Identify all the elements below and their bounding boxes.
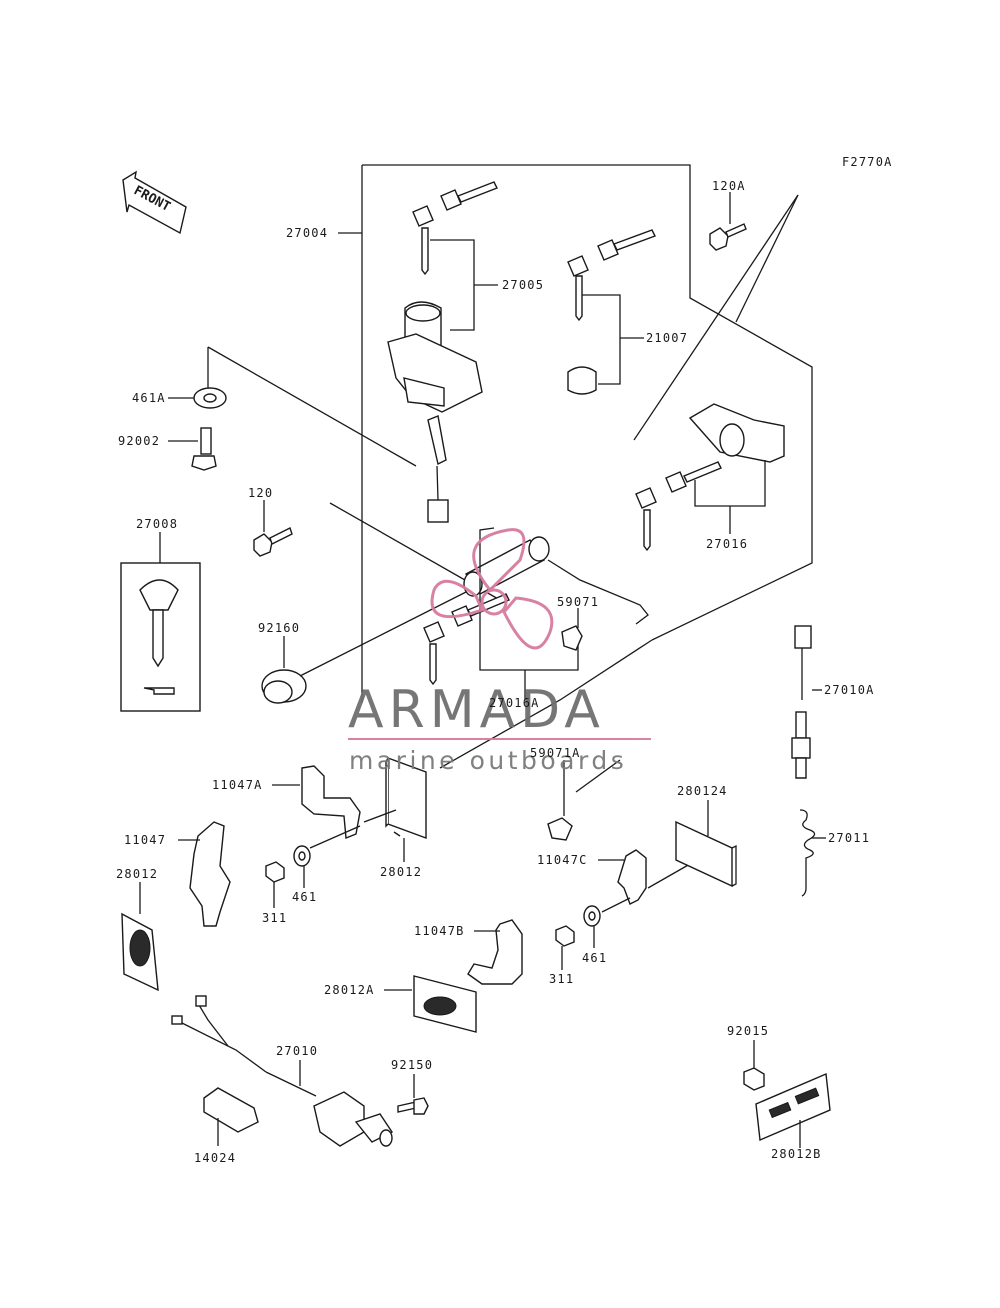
label-311-right: 311 (549, 972, 574, 986)
label-461-right: 461 (582, 951, 607, 965)
label-311-left: 311 (262, 911, 287, 925)
switch-27010-icon (171, 995, 394, 1147)
ignition-switch-icon (387, 301, 483, 523)
bracket-11047C-icon (617, 849, 647, 905)
reflector-28012B-icon (755, 1072, 831, 1142)
bolt-92002-icon (191, 427, 217, 471)
bracket-11047A-icon (301, 765, 361, 839)
label-28012-top: 28012 (380, 865, 422, 879)
clip-59071-icon (561, 625, 583, 651)
bolt-120A-icon (709, 223, 747, 251)
label-27016: 27016 (706, 537, 748, 551)
bush-92160-icon (261, 669, 307, 704)
label-21007: 21007 (646, 331, 688, 345)
key-21007-icon (567, 229, 656, 395)
washer-461A-icon (193, 387, 227, 409)
bolt-92150-icon (397, 1097, 429, 1115)
clip-59071A-icon (547, 817, 573, 841)
label-92002: 92002 (118, 434, 160, 448)
figure-code: F2770A (842, 155, 893, 169)
label-461-left: 461 (292, 890, 317, 904)
front-arrow-icon: FRONT (122, 170, 187, 235)
label-11047A: 11047A (212, 778, 263, 792)
label-27010: 27010 (276, 1044, 318, 1058)
label-461A: 461A (132, 391, 166, 405)
nut-92015-icon (743, 1067, 765, 1091)
key-27008-icon (120, 562, 201, 712)
watermark: ARMADA marine outboards (348, 528, 651, 775)
label-92150: 92150 (391, 1058, 433, 1072)
nut-311-icon (265, 861, 285, 883)
label-27008: 27008 (136, 517, 178, 531)
bracket-11047-icon (189, 821, 231, 927)
part-labels: 27004 27005 21007 120A 461A 92002 120 27… (116, 179, 875, 1165)
label-14024: 14024 (194, 1151, 236, 1165)
label-280124: 280124 (677, 784, 728, 798)
label-28012-left: 28012 (116, 867, 158, 881)
spring-27011-icon (799, 809, 816, 897)
label-11047B: 11047B (414, 924, 465, 938)
reflector-28012A-icon (413, 975, 477, 1033)
cover-14024-icon (203, 1087, 259, 1133)
label-27005: 27005 (502, 278, 544, 292)
reflector-280124-icon (675, 820, 737, 888)
reflector-28012-icon (385, 756, 427, 840)
label-11047C: 11047C (537, 853, 588, 867)
label-27010A: 27010A (824, 683, 875, 697)
label-28012A: 28012A (324, 983, 375, 997)
washer-461-icon (293, 845, 311, 867)
label-92015: 92015 (727, 1024, 769, 1038)
label-59071A: 59071A (530, 746, 581, 760)
switch-27010A-icon (791, 625, 812, 779)
label-59071: 59071 (557, 595, 599, 609)
assembly-outline (207, 164, 813, 769)
label-27016A: 27016A (489, 696, 540, 710)
key-27005-icon (412, 181, 498, 276)
label-120A: 120A (712, 179, 746, 193)
label-92160: 92160 (258, 621, 300, 635)
watermark-brand: ARMADA (348, 680, 605, 740)
reflector-28012-left-icon (121, 912, 159, 992)
label-27004: 27004 (286, 226, 328, 240)
seat-lock-icon (635, 403, 785, 552)
label-11047: 11047 (124, 833, 166, 847)
watermark-tagline: marine outboards (349, 746, 627, 775)
nut-311-right-icon (555, 925, 575, 947)
label-28012B: 28012B (771, 1147, 822, 1161)
label-120: 120 (248, 486, 273, 500)
washer-461-right-icon (583, 905, 601, 927)
label-27011: 27011 (828, 831, 870, 845)
propeller-logo-icon (430, 528, 554, 650)
bracket-11047B-icon (467, 919, 523, 985)
bolt-120-icon (253, 527, 293, 557)
